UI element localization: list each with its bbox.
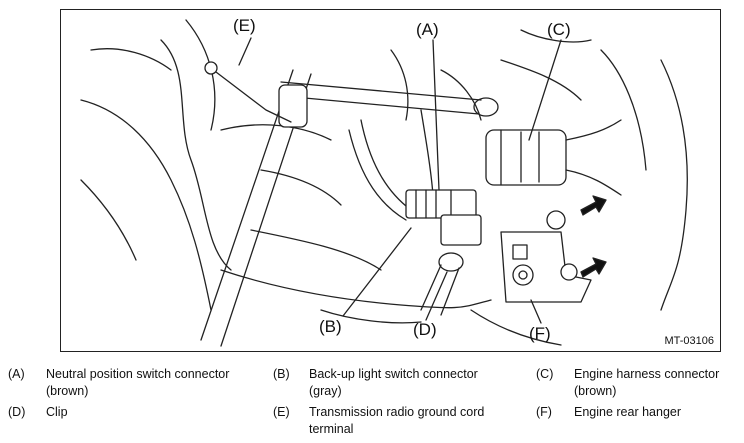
legend-key-f: (F): [536, 405, 552, 419]
legend-key-d: (D): [8, 405, 26, 419]
callout-d: (D): [413, 320, 437, 339]
legend: (A) Neutral position switch connector (b…: [0, 366, 744, 443]
legend-text-f: Engine rear hanger: [574, 405, 682, 419]
legend-text-e: Transmission radio ground cord terminal: [309, 405, 485, 436]
callout-b: (B): [319, 317, 342, 336]
callout-e: (E): [233, 16, 256, 35]
engine-bay-illustration: [80, 19, 688, 347]
callout-a: (A): [416, 20, 439, 39]
legend-key-c: (C): [536, 367, 554, 381]
callout-f: (F): [529, 324, 551, 343]
legend-key-a: (A): [8, 367, 25, 381]
legend-key-b: (B): [273, 367, 290, 381]
legend-text-d: Clip: [46, 405, 68, 419]
figure-frame: (E) (A) (C) (B) (D) (F) MT-03106: [60, 9, 721, 352]
legend-text-a: Neutral position switch connector (brown…: [46, 367, 230, 398]
legend-text-b: Back-up light switch connector (gray): [309, 367, 478, 398]
callout-c: (C): [547, 20, 571, 39]
legend-key-e: (E): [273, 405, 290, 419]
legend-text-c: Engine harness connector (brown): [574, 367, 720, 398]
figure-id: MT-03106: [664, 335, 714, 347]
